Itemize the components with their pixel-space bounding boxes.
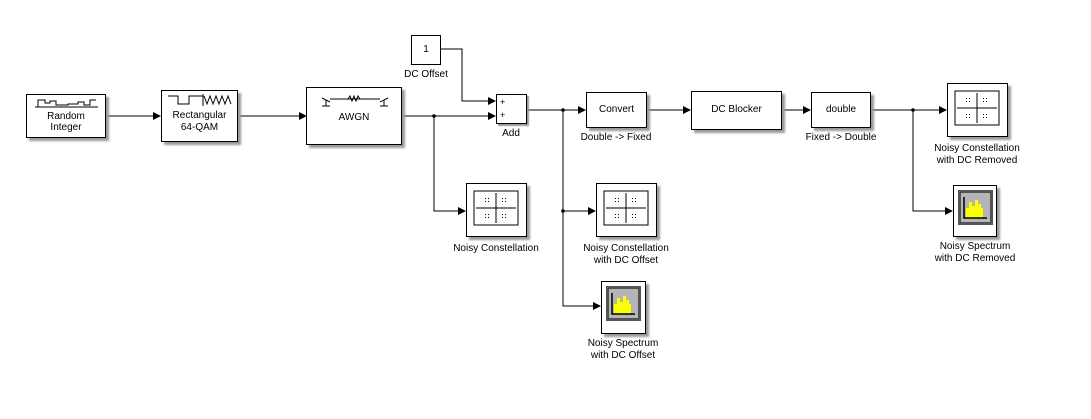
block-text: DC Blocker: [711, 104, 762, 115]
noisy-spectrum-dc-offset-label-1: Noisy Spectrum: [587, 338, 659, 349]
dc-offset-constant-block[interactable]: 1: [411, 35, 441, 65]
constellation-scope-icon: [473, 190, 519, 226]
noisy-spectrum-dc-removed-scope[interactable]: [953, 185, 997, 237]
block-text: Integer: [50, 122, 82, 133]
noisy-spectrum-dc-removed-label-1: Noisy Spectrum: [939, 241, 1011, 252]
branch-point: [911, 108, 915, 112]
add-port-sign: +: [500, 97, 506, 107]
branch-point: [561, 108, 565, 112]
constant-value: 1: [423, 44, 429, 55]
rectangular-qam-block[interactable]: Rectangular 64-QAM: [161, 90, 238, 142]
awgn-block[interactable]: AWGN: [306, 87, 402, 145]
block-text: Rectangular: [172, 110, 227, 121]
noisy-constellation-scope[interactable]: [466, 183, 527, 237]
noisy-spectrum-dc-offset-label-2: with DC Offset: [590, 350, 656, 361]
add-block[interactable]: + +: [496, 94, 527, 124]
line-double-to-spectrum-removed[interactable]: [912, 110, 953, 215]
branch-point: [432, 114, 436, 118]
noisy-constellation-dc-offset-label-1: Noisy Constellation: [583, 243, 669, 254]
qam-modulator-waveform-icon: [168, 94, 232, 106]
noisy-constellation-dc-removed-scope[interactable]: [947, 83, 1008, 137]
random-integer-block[interactable]: Random Integer: [26, 94, 106, 138]
noisy-spectrum-dc-removed-label-2: with DC Removed: [934, 253, 1016, 264]
line-add-to-spectrum-offset[interactable]: [562, 211, 601, 310]
add-port-sign: +: [500, 110, 506, 120]
branch-point: [561, 209, 565, 213]
noisy-constellation-dc-offset-label-2: with DC Offset: [593, 255, 659, 266]
spectrum-scope-icon: [606, 286, 641, 321]
dc-blocker-block[interactable]: DC Blocker: [691, 91, 782, 130]
convert-label: Double -> Fixed: [580, 132, 652, 143]
noisy-constellation-dc-removed-label-2: with DC Removed: [936, 155, 1018, 166]
line-awgn-to-constellation[interactable]: [433, 116, 466, 215]
dc-offset-label: DC Offset: [404, 69, 448, 80]
block-text: double: [825, 104, 857, 115]
double-conversion-block[interactable]: double: [811, 92, 871, 128]
random-integer-waveform-icon: [35, 99, 98, 108]
double-label: Fixed -> Double: [805, 132, 877, 143]
awgn-channel-icon: [321, 95, 389, 107]
block-text: AWGN: [338, 112, 370, 123]
constellation-scope-icon: [954, 90, 1000, 126]
noisy-constellation-label: Noisy Constellation: [453, 243, 539, 254]
noisy-spectrum-dc-offset-scope[interactable]: [601, 281, 646, 334]
spectrum-scope-icon: [958, 190, 993, 225]
line-dcoffset-to-add[interactable]: [441, 48, 496, 105]
block-text: Convert: [598, 104, 634, 115]
noisy-constellation-dc-offset-scope[interactable]: [596, 183, 657, 237]
add-label: Add: [502, 128, 520, 139]
constellation-scope-icon: [603, 190, 649, 226]
block-text: Random: [47, 111, 85, 122]
block-text: 64-QAM: [180, 122, 219, 133]
noisy-constellation-dc-removed-label-1: Noisy Constellation: [934, 143, 1020, 154]
convert-block[interactable]: Convert: [586, 92, 647, 128]
